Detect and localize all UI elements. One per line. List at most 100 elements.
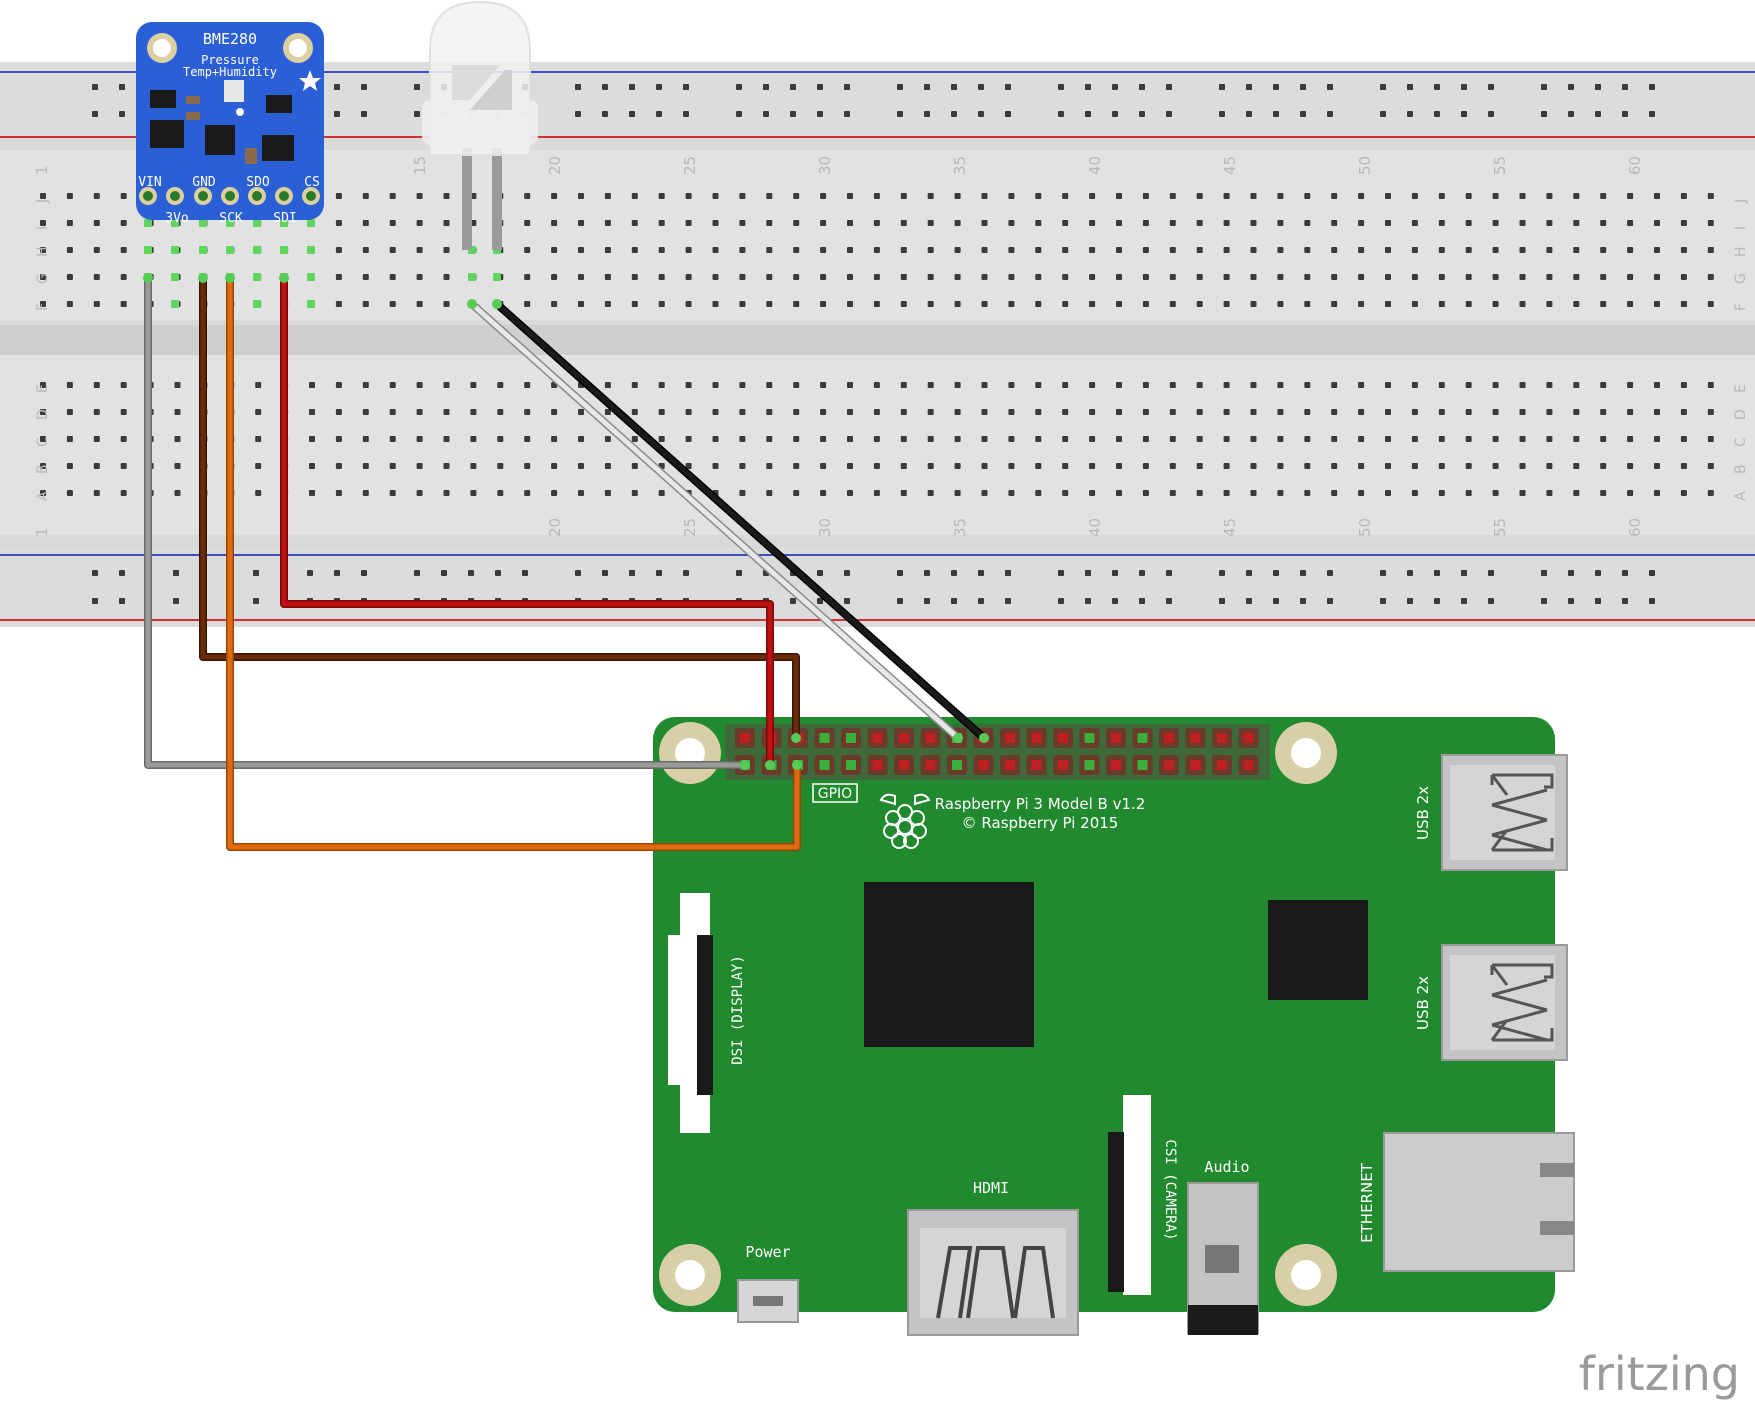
breadboard-hole bbox=[1358, 436, 1365, 442]
breadboard-hole bbox=[1358, 490, 1365, 496]
breadboard-hole bbox=[1519, 382, 1526, 388]
rail-hole bbox=[1461, 111, 1467, 117]
breadboard-hole bbox=[1411, 436, 1418, 442]
ethernet-led bbox=[1540, 1163, 1574, 1177]
rail-hole bbox=[1461, 570, 1467, 576]
gpio-pin-contact bbox=[819, 760, 830, 770]
breadboard-hole bbox=[604, 382, 611, 388]
breadboard-hole bbox=[1331, 490, 1338, 496]
breadboard-hole bbox=[1492, 220, 1499, 226]
led-rim bbox=[422, 100, 538, 145]
row-letter: G bbox=[1733, 273, 1749, 284]
connected-hole bbox=[171, 273, 179, 281]
breadboard-hole bbox=[766, 274, 773, 280]
col-num-bottom: 40 bbox=[1086, 518, 1104, 537]
breadboard-hole bbox=[1250, 274, 1257, 280]
breadboard-hole bbox=[1546, 490, 1553, 496]
breadboard-hole bbox=[1250, 193, 1257, 199]
breadboard-hole bbox=[1627, 220, 1634, 226]
breadboard-hole bbox=[793, 220, 800, 226]
breadboard-hole bbox=[1304, 436, 1311, 442]
breadboard-hole bbox=[443, 490, 450, 496]
breadboard-hole bbox=[524, 301, 531, 307]
breadboard-hole bbox=[1438, 463, 1445, 469]
rail-hole bbox=[1085, 570, 1091, 576]
breadboard-hole bbox=[1250, 490, 1257, 496]
gpio-pin-contact bbox=[952, 760, 962, 770]
breadboard-hole bbox=[820, 220, 827, 226]
breadboard-hole bbox=[1062, 301, 1069, 307]
col-num-top: 50 bbox=[1356, 156, 1374, 175]
breadboard-hole bbox=[1707, 274, 1714, 280]
rail-hole bbox=[1380, 111, 1386, 117]
breadboard-hole bbox=[873, 436, 880, 442]
rail-hole bbox=[1541, 84, 1547, 90]
mounting-hole-center bbox=[1291, 738, 1321, 768]
row-letter: H bbox=[35, 246, 51, 257]
col-num-bottom: 20 bbox=[546, 518, 564, 537]
wire-end bbox=[953, 733, 963, 743]
usb-lan-chip bbox=[1268, 900, 1368, 1000]
breadboard-hole bbox=[1331, 409, 1338, 415]
breadboard-hole bbox=[820, 463, 827, 469]
rail-hole bbox=[1622, 111, 1628, 117]
breadboard-hole bbox=[1277, 247, 1284, 253]
breadboard-hole bbox=[1089, 409, 1096, 415]
breadboard-hole bbox=[739, 274, 746, 280]
breadboard-hole bbox=[1304, 490, 1311, 496]
pin-label-sck: SCK bbox=[219, 211, 243, 226]
connected-hole bbox=[171, 246, 179, 254]
rail-hole bbox=[978, 111, 984, 117]
sensor-line2: Temp+Humidity bbox=[183, 65, 277, 79]
breadboard-hole bbox=[873, 409, 880, 415]
breadboard-hole bbox=[255, 382, 262, 388]
breadboard-hole bbox=[847, 220, 853, 226]
breadboard-hole bbox=[1196, 247, 1203, 253]
breadboard-hole bbox=[1035, 409, 1042, 415]
pin-label-3vo: 3Vo bbox=[165, 211, 188, 226]
breadboard-hole bbox=[1546, 247, 1553, 253]
breadboard-hole bbox=[578, 436, 584, 442]
pi-copyright-label: © Raspberry Pi 2015 bbox=[962, 814, 1119, 832]
breadboard-hole bbox=[900, 463, 907, 469]
breadboard-hole bbox=[766, 301, 773, 307]
breadboard-hole bbox=[362, 220, 369, 226]
breadboard-hole bbox=[1492, 274, 1499, 280]
breadboard-hole bbox=[309, 463, 315, 469]
breadboard-hole bbox=[793, 436, 800, 442]
breadboard-hole bbox=[1707, 436, 1714, 442]
rail-hole bbox=[1166, 570, 1172, 576]
rail-hole bbox=[1541, 570, 1547, 576]
breadboard-hole bbox=[416, 463, 423, 469]
breadboard-hole bbox=[120, 490, 127, 496]
regulator bbox=[150, 120, 184, 148]
audio-jack bbox=[1187, 1182, 1259, 1335]
breadboard-hole bbox=[443, 463, 450, 469]
connected-hole bbox=[280, 246, 288, 254]
rail-hole bbox=[1085, 111, 1091, 117]
breadboard-hole bbox=[658, 490, 665, 496]
breadboard-hole bbox=[1680, 220, 1687, 226]
connected-hole bbox=[171, 300, 179, 308]
rail-hole bbox=[253, 570, 259, 576]
rail-hole bbox=[1300, 570, 1306, 576]
gpio-pin-contact bbox=[1164, 760, 1174, 770]
breadboard-hole bbox=[1492, 463, 1499, 469]
breadboard-hole bbox=[766, 247, 773, 253]
connected-hole bbox=[199, 219, 207, 227]
breadboard-hole bbox=[1573, 301, 1580, 307]
breadboard-hole bbox=[1331, 301, 1338, 307]
breadboard-hole bbox=[1519, 193, 1526, 199]
gpio-pin-contact bbox=[872, 733, 883, 743]
rail-hole bbox=[1649, 570, 1655, 576]
breadboard-hole bbox=[954, 220, 961, 226]
wire-end bbox=[979, 733, 989, 743]
breadboard-hole bbox=[1277, 490, 1284, 496]
wire-end bbox=[279, 273, 289, 283]
breadboard-hole bbox=[120, 409, 127, 415]
breadboard-hole bbox=[443, 193, 450, 199]
row-letter: J bbox=[35, 199, 51, 204]
rail-hole bbox=[119, 84, 125, 90]
breadboard-hole bbox=[1223, 220, 1230, 226]
rail-hole bbox=[629, 111, 635, 117]
